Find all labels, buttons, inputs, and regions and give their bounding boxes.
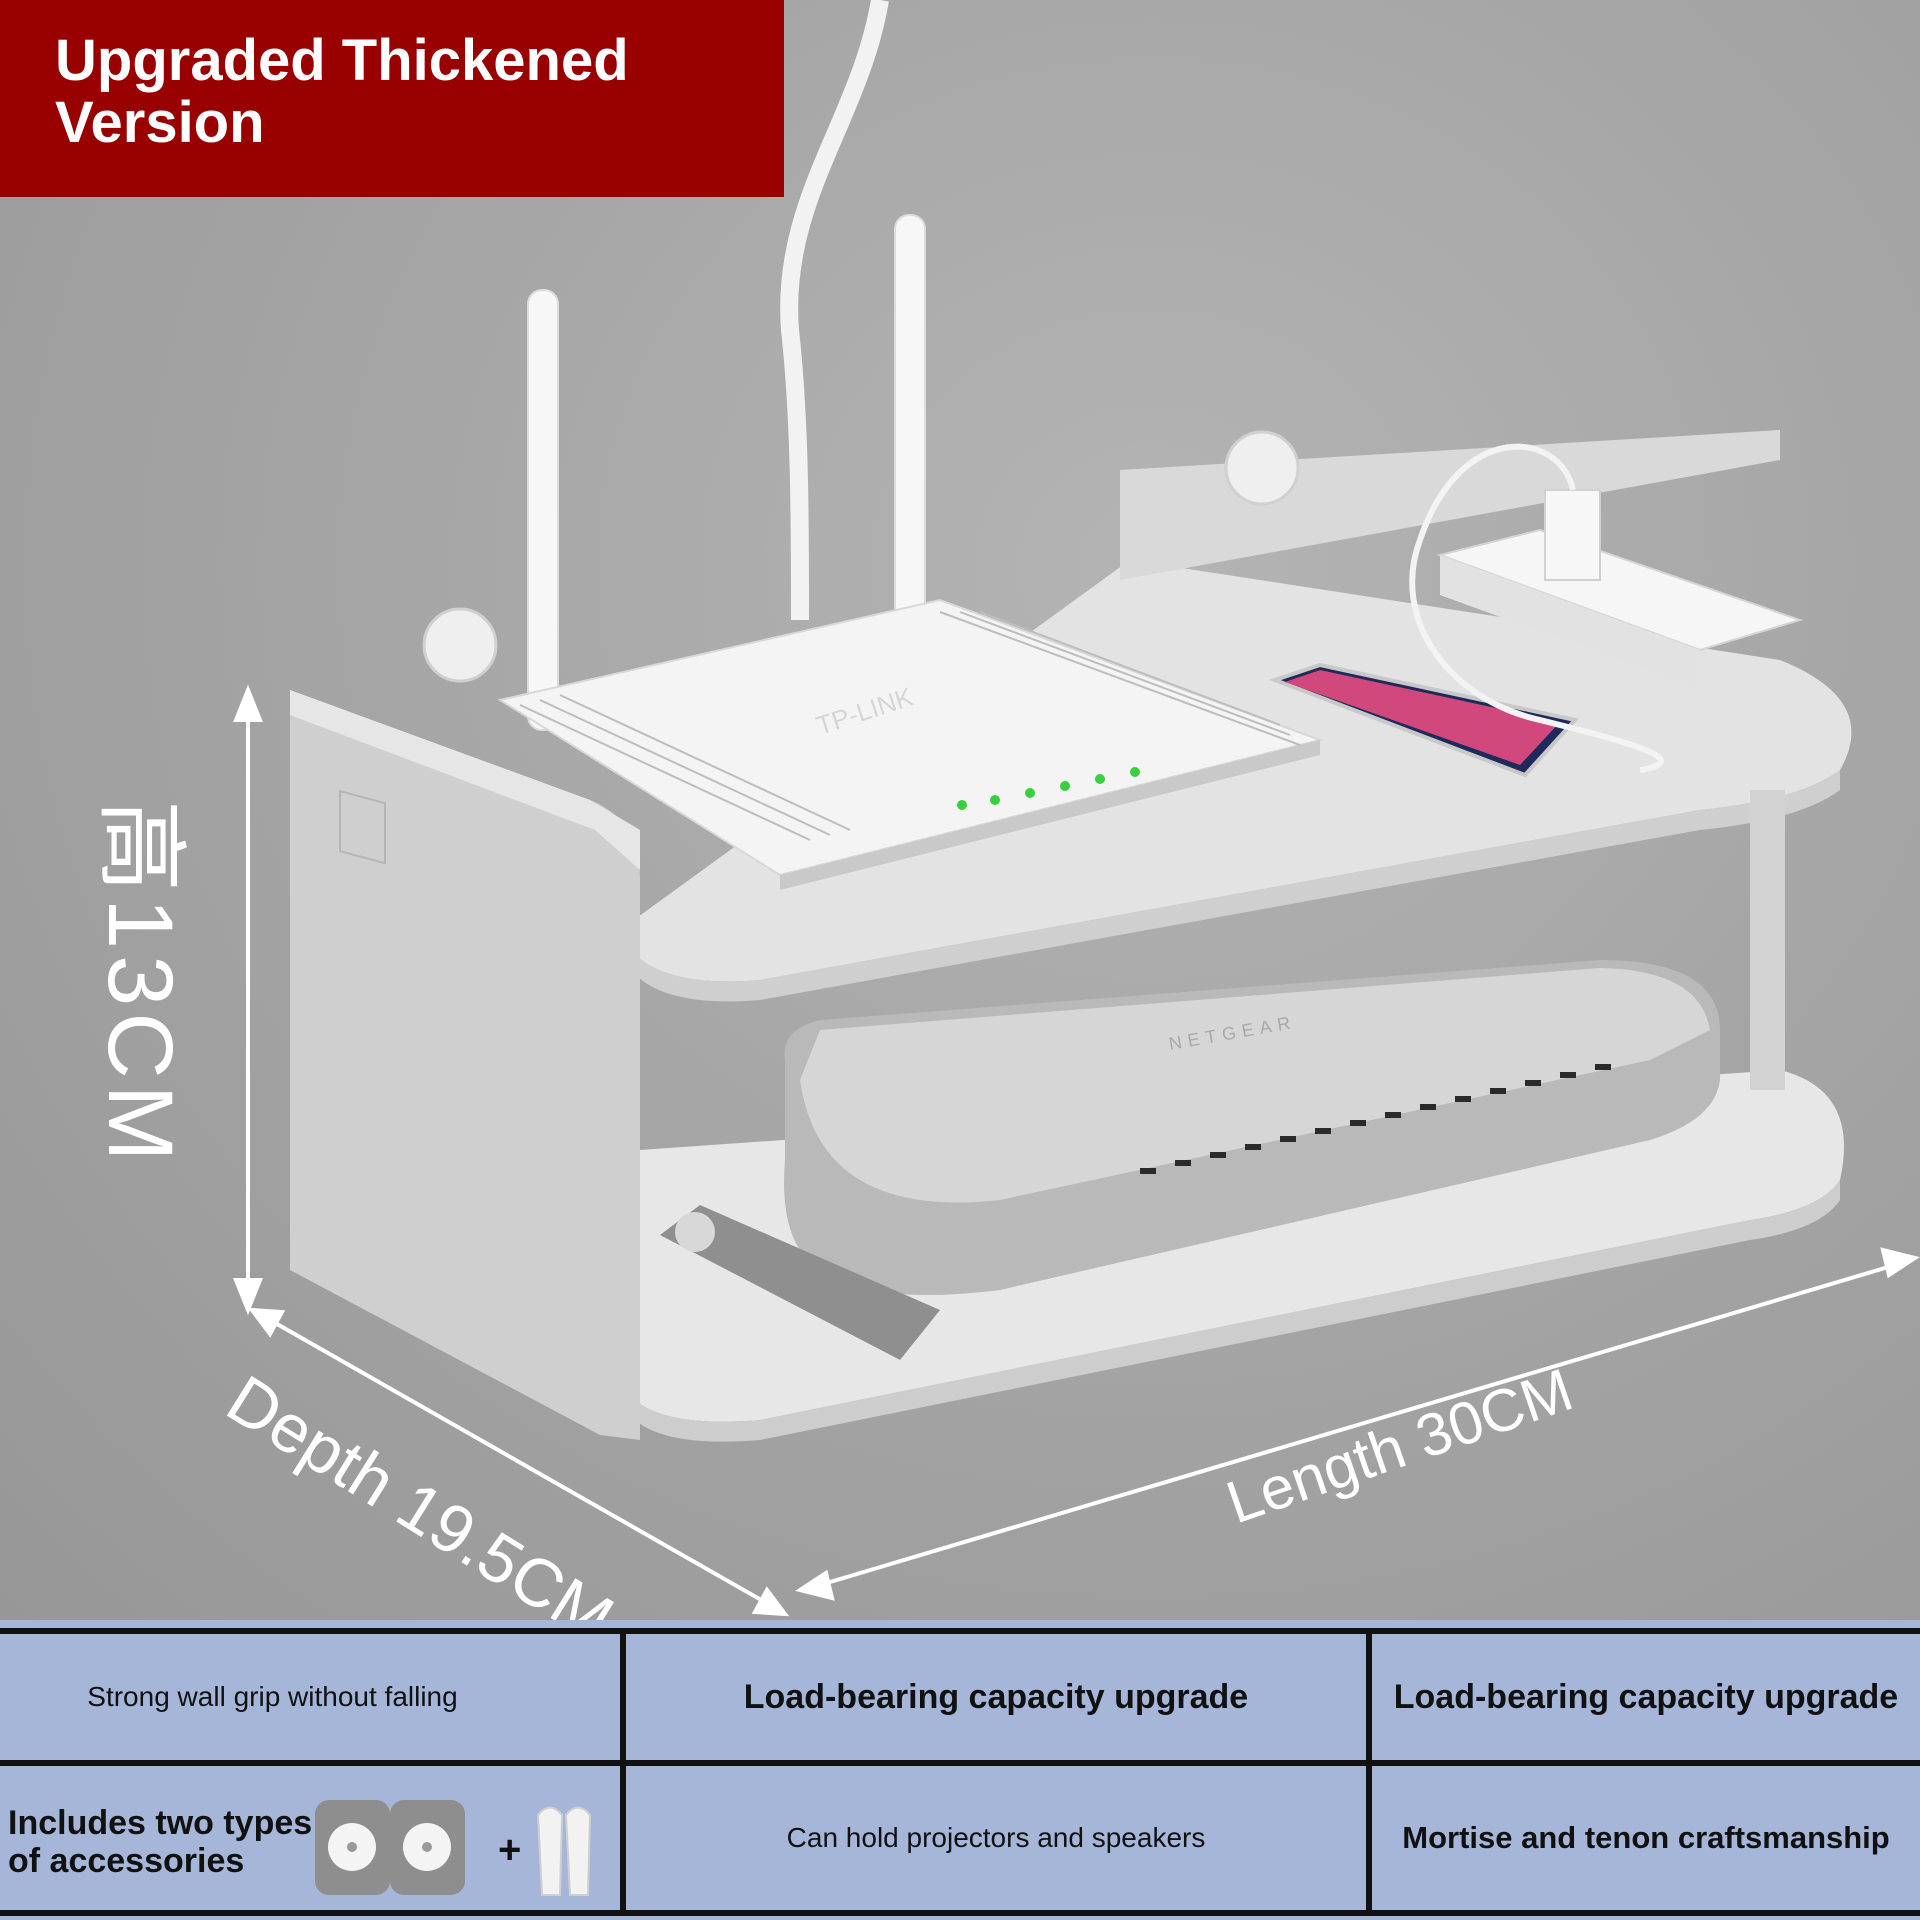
feature-load-bearing: Load-bearing capacity upgrade — [743, 1677, 1249, 1716]
feature-load-bearing-2: Load-bearing capacity upgrade — [1393, 1677, 1899, 1716]
side-panel — [290, 690, 640, 1440]
table-divider-middle — [0, 1760, 1920, 1766]
power-cable — [780, 0, 889, 621]
feature-accessories: Includes two types of accessories — [8, 1804, 313, 1880]
version-badge-text: Upgraded Thickened Version — [55, 28, 629, 155]
plus-sign: + — [498, 1828, 521, 1872]
height-dimension-label: 高13CM — [89, 800, 191, 1168]
wall-hook-left — [422, 607, 498, 683]
accessories-images: + — [315, 1800, 592, 1896]
wall-hook-right — [1224, 430, 1300, 506]
screw-anchor-icon — [564, 1806, 592, 1896]
table-divider-top — [0, 1628, 1920, 1634]
product-illustration: TP-LINK NETGEAR — [233, 0, 1920, 1617]
feature-wall-grip: Strong wall grip without falling — [87, 1681, 458, 1712]
table-column-divider — [1366, 1628, 1372, 1916]
table-column-divider — [620, 1628, 626, 1916]
table-divider-bottom — [0, 1910, 1920, 1916]
screw-anchor-icon — [536, 1806, 564, 1896]
remote-control — [660, 1205, 940, 1360]
feature-projectors: Can hold projectors and speakers — [786, 1822, 1206, 1853]
version-badge: Upgraded Thickened Version — [0, 0, 784, 197]
feature-mortise-tenon: Mortise and tenon craftsmanship — [1402, 1820, 1890, 1855]
power-strip — [1436, 528, 1804, 652]
